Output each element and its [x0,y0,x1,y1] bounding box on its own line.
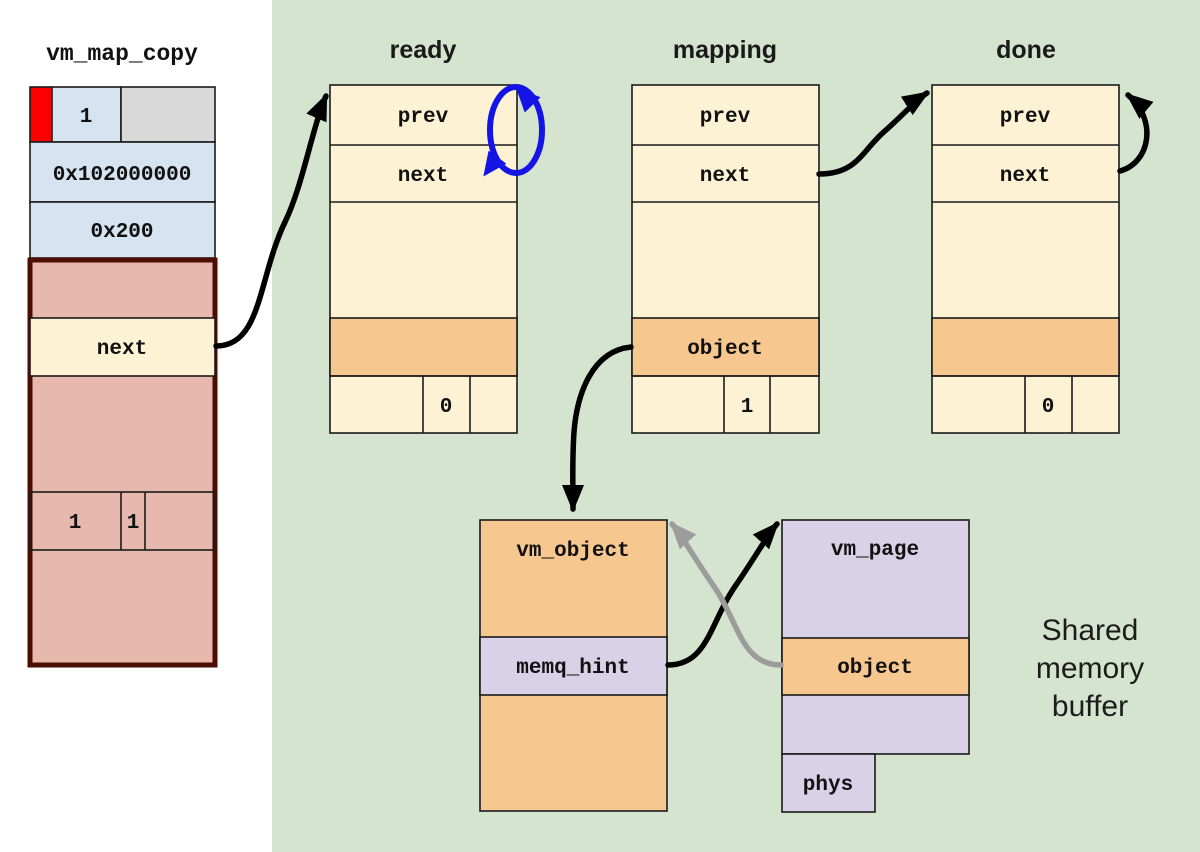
vm-object-struct: vm_object memq_hint [479,519,668,812]
mapping-object-label: object [687,338,763,361]
vm-page-object-cell [781,637,970,696]
offset-value: 0x102000000 [53,164,192,187]
entry-bitfield-row [30,491,215,551]
ready-object-cell [329,317,518,377]
entry-next-label: next [97,338,147,361]
vm-map-copy-struct: vm_map_copy 1 0x102000000 0x200 next 1 1 [27,41,218,668]
annotation-line-2: memory [1036,652,1144,685]
arrow-object-to-vm-object [561,344,634,512]
done-next-label: next [1000,165,1050,188]
arrow-memq-hint-to-vm-page [665,521,780,668]
vm-page-title: vm_page [831,539,919,562]
entry-bit-a: 1 [69,512,82,535]
phys-cell [781,753,876,813]
arrow-mapping-next-to-done [816,90,930,177]
vm-page-struct: vm_page object phys [781,519,970,813]
arrow-vm-page-object-to-vm-object [669,521,784,668]
ready-next-label: next [398,165,448,188]
ready-count-value: 0 [440,396,453,419]
arrows [213,84,1154,668]
ready-title: ready [390,36,457,64]
size-value: 0x200 [90,221,153,244]
ready-circular-link-loop [487,84,545,176]
annotation-line-3: buffer [1052,690,1128,723]
memq-hint-cell [479,636,668,696]
ready-loop-arrowhead-bottom [483,150,507,177]
done-count-value: 0 [1042,396,1055,419]
ref-count-value: 1 [80,106,93,129]
queue-done: done prev next 0 [931,36,1120,434]
shared-memory-annotation: Shared memory buffer [1036,614,1144,723]
mapping-title: mapping [673,36,777,64]
memq-hint-label: memq_hint [516,657,629,680]
entry-next-cell [29,317,216,377]
annotation-line-1: Shared [1042,614,1139,647]
ready-prev-label: prev [398,106,449,129]
vm-map-copy-title: vm_map_copy [46,41,198,67]
phys-label: phys [803,774,853,797]
done-prev-label: prev [1000,106,1051,129]
done-object-cell [931,317,1120,377]
queue-mapping: mapping prev next object 1 [631,36,820,434]
done-title: done [996,36,1056,64]
entry-bit-b: 1 [127,512,140,535]
mapping-next-label: next [700,165,750,188]
arrow-entry-next-to-ready [213,93,329,349]
ready-loop-arrowhead-top [515,87,541,113]
vm-page-box [781,519,970,755]
mapping-prev-label: prev [700,106,751,129]
pad-cell [120,86,216,143]
mapping-count-value: 1 [741,396,754,419]
offset-cell [29,141,216,203]
arrow-done-self-loop [1117,92,1154,174]
queue-ready: ready prev next 0 [329,36,518,434]
type-flag-cell [29,86,53,143]
mapping-box [631,84,820,434]
mapping-object-cell [631,317,820,377]
size-cell [29,201,216,259]
vm-object-title: vm_object [516,540,629,563]
vm-page-object-label: object [837,657,913,680]
ref-count-cell [51,86,122,143]
